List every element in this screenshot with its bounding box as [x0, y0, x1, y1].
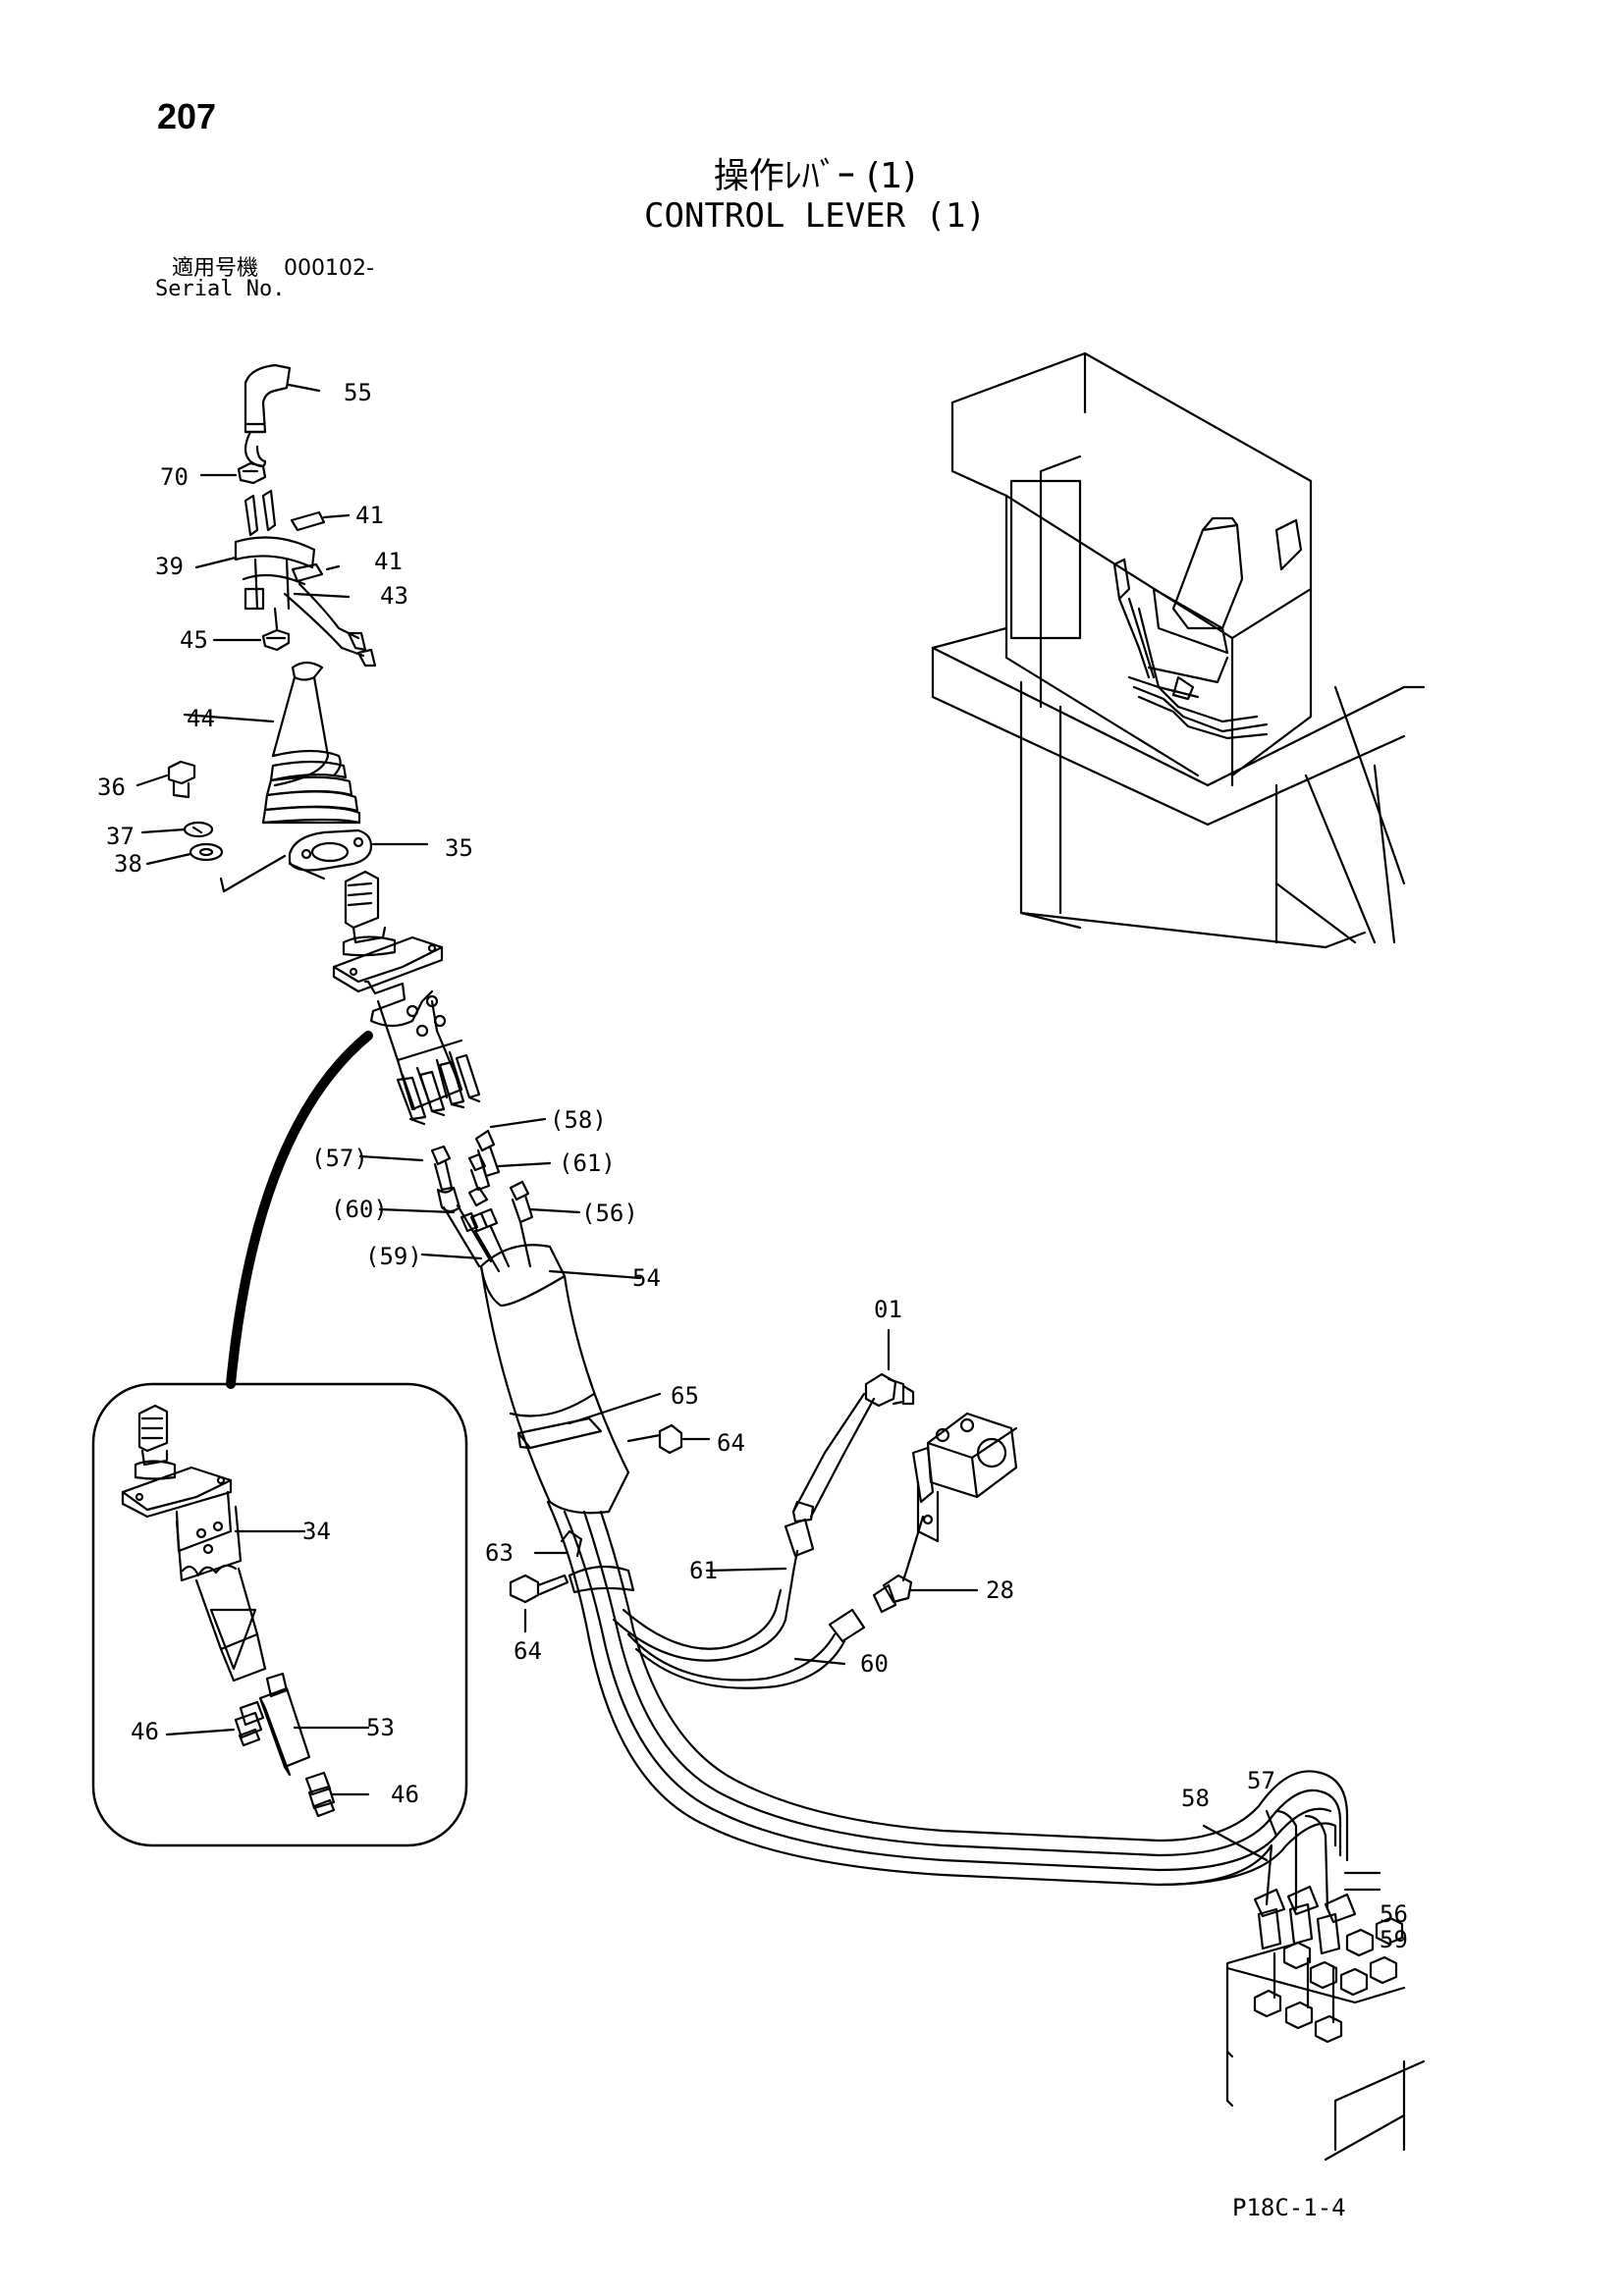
serial-label-en: Serial No. — [155, 277, 286, 301]
callout-01: 01 — [874, 1296, 902, 1323]
part-44-boot — [183, 661, 361, 825]
part-61-hose — [612, 1392, 876, 1662]
control-valve-block — [1202, 1809, 1426, 2162]
part-64-bolt-upper — [626, 1423, 711, 1455]
title-japanese: 操作ﾚﾊﾞｰ (1) — [713, 156, 917, 196]
callout-58: 58 — [1181, 1785, 1210, 1812]
part-36-bolt — [135, 760, 196, 799]
hose-bundle-upper — [442, 1203, 532, 1273]
part-39-holder — [194, 489, 377, 667]
callout-45: 45 — [180, 626, 208, 654]
detail-leader — [226, 1031, 373, 1389]
callout-46-right: 46 — [391, 1781, 419, 1808]
callout-58-paren: (58) — [550, 1106, 607, 1134]
hose-bundle-main — [546, 1500, 1349, 1911]
part-38-washer — [145, 842, 287, 893]
detail-part-46b — [304, 1771, 370, 1818]
callout-61-paren: (61) — [559, 1149, 616, 1177]
part-64-bolt-lower — [509, 1574, 569, 1633]
callout-38: 38 — [114, 850, 142, 878]
callout-labels: 55 70 41 39 41 43 45 44 36 37 38 35 (58)… — [97, 379, 1408, 1953]
callout-43: 43 — [380, 582, 408, 610]
callout-59-paren: (59) — [365, 1243, 422, 1270]
callout-64-upper: 64 — [717, 1429, 745, 1457]
fitting-group — [358, 1117, 581, 1260]
detail-valve-34 — [121, 1404, 306, 1682]
serial-value: 000102- — [284, 256, 374, 281]
part-35-plate — [288, 828, 429, 881]
callout-36: 36 — [97, 774, 126, 801]
part-60-hose — [626, 1608, 866, 1689]
part-34-valve-main — [332, 870, 481, 1126]
callout-37: 37 — [106, 823, 135, 850]
part-37-washer — [140, 821, 214, 838]
callout-54: 54 — [632, 1264, 661, 1292]
part-01-elbow — [864, 1328, 915, 1408]
callout-46-left: 46 — [131, 1718, 159, 1745]
callout-56-paren: (56) — [581, 1200, 638, 1227]
detail-part-46a — [165, 1700, 265, 1747]
callout-41-lower: 41 — [374, 548, 403, 575]
title-english: CONTROL LEVER (1) — [644, 196, 986, 236]
part-28-elbow — [872, 1574, 979, 1614]
cab-perspective — [931, 351, 1426, 949]
callout-39: 39 — [155, 553, 184, 580]
callout-53: 53 — [366, 1714, 395, 1741]
part-63-clip — [533, 1529, 635, 1594]
part-70-nut — [199, 461, 267, 485]
valve-block — [901, 1412, 1018, 1582]
part-54-protector — [479, 1244, 642, 1515]
callout-60: 60 — [860, 1650, 889, 1678]
page-number: 207 — [157, 96, 217, 136]
callout-44: 44 — [187, 705, 215, 732]
callout-41-upper: 41 — [355, 502, 384, 529]
callout-55: 55 — [344, 379, 372, 406]
serial-label-jp: 適用号機 — [172, 256, 259, 281]
callout-63: 63 — [485, 1539, 514, 1567]
callout-57: 57 — [1247, 1767, 1275, 1794]
callout-28: 28 — [986, 1576, 1014, 1604]
part-65-band — [516, 1392, 662, 1450]
callout-34: 34 — [302, 1518, 331, 1545]
serial-applicable: 適用号機 000102- — [172, 250, 400, 282]
callout-70: 70 — [160, 463, 189, 491]
callout-64-lower: 64 — [514, 1637, 542, 1665]
callout-61: 61 — [689, 1557, 718, 1584]
callout-65: 65 — [671, 1382, 699, 1410]
callout-59: 59 — [1380, 1926, 1408, 1953]
drawing-code: P18C-1-4 — [1232, 2194, 1346, 2221]
callout-56: 56 — [1380, 1900, 1408, 1928]
callout-60-paren: (60) — [331, 1196, 388, 1223]
detail-inset-frame — [91, 1382, 468, 1847]
part-45-nut — [212, 628, 291, 652]
callout-57-paren: (57) — [311, 1145, 368, 1172]
callout-35: 35 — [445, 834, 473, 862]
detail-part-53 — [258, 1672, 370, 1777]
part-55-grip — [244, 363, 321, 468]
